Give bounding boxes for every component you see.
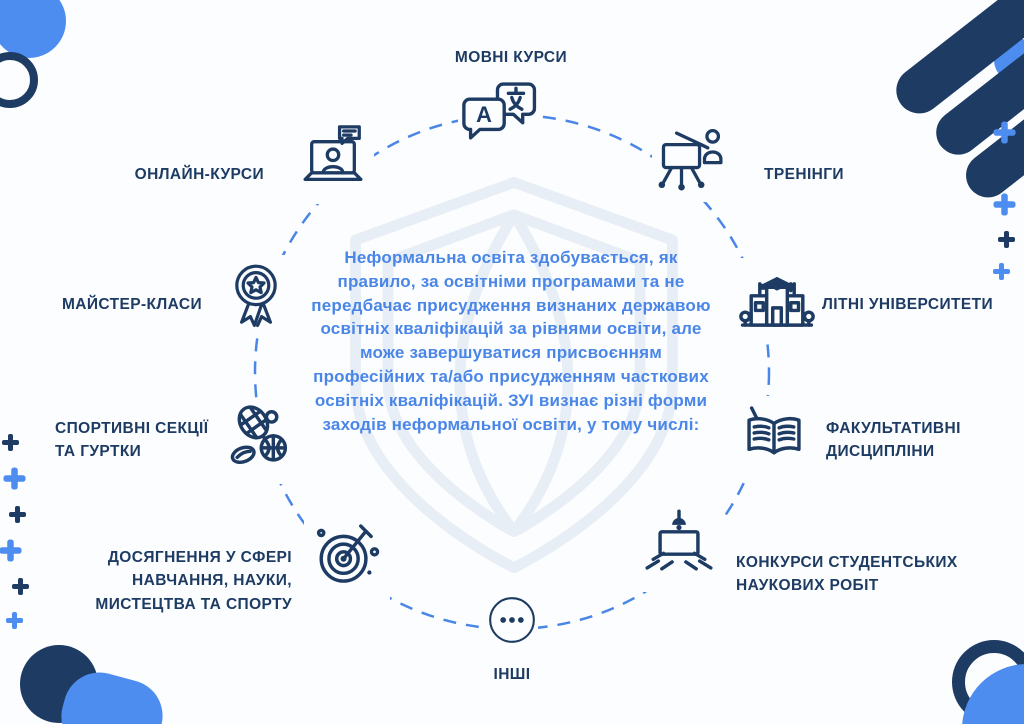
label-summer-universities: ЛІТНІ УНІВЕРСИТЕТИ <box>822 296 994 313</box>
center-description: Неформальна освіта здобувається, як прав… <box>311 248 711 434</box>
circle-shape <box>0 0 66 58</box>
plus-icon <box>993 121 1016 144</box>
label-elective-disciplines: ФАКУЛЬТАТИВНІ ДИСЦИПЛІНИ <box>826 420 961 461</box>
award-rosette-icon <box>216 255 296 335</box>
plus-icon <box>9 506 26 523</box>
target-dart-icon <box>304 514 390 600</box>
university-building-icon <box>734 258 820 344</box>
plus-icon <box>2 434 19 451</box>
label-achievements: ДОСЯГНЕННЯ У СФЕРІ НАВЧАННЯ, НАУКИ, МИСТ… <box>95 549 292 613</box>
shield-watermark-icon <box>350 177 678 573</box>
trainer-flipchart-icon <box>652 120 734 202</box>
sports-equipment-icon <box>220 398 306 484</box>
plus-icon <box>998 231 1015 248</box>
label-master-classes: МАЙСТЕР-КЛАСИ <box>61 296 202 313</box>
plus-icon <box>12 578 29 595</box>
label-others: ІНШІ <box>493 666 531 683</box>
presentation-audience-icon <box>636 506 722 592</box>
label-online-courses: ОНЛАЙН-КУРСИ <box>134 166 264 183</box>
label-sports-sections: СПОРТИВНІ СЕКЦІЇ ТА ГУРТКИ <box>55 420 209 461</box>
plus-icon <box>0 539 22 562</box>
plus-icon <box>3 467 26 490</box>
svg-text:A: A <box>476 102 492 127</box>
plus-icon <box>993 263 1010 280</box>
plus-icon <box>998 160 1015 177</box>
plus-icon <box>6 612 23 629</box>
ring-shape <box>0 52 38 108</box>
speech-bubbles-translate-icon: A <box>458 74 542 158</box>
open-book-pen-icon <box>731 396 817 482</box>
ellipsis-circle-icon <box>486 594 538 646</box>
plus-icon <box>993 193 1016 216</box>
label-language-courses: МОВНІ КУРСИ <box>454 49 568 66</box>
label-trainings: ТРЕНІНГИ <box>764 166 844 183</box>
plus-icon <box>998 88 1015 105</box>
laptop-person-icon <box>292 122 374 204</box>
label-student-competitions: КОНКУРСИ СТУДЕНТСЬКИХ НАУКОВИХ РОБІТ <box>736 554 958 595</box>
